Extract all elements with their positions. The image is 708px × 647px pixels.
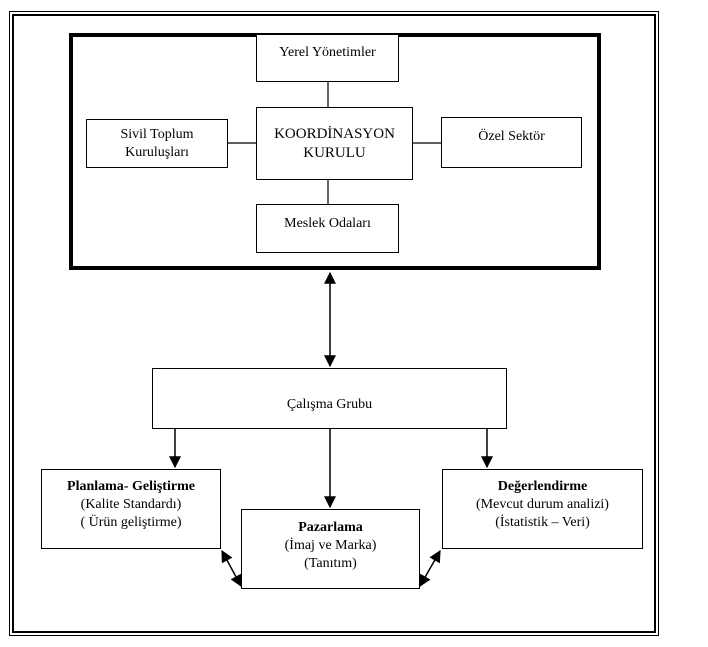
- yerel-yonetimler-label: Yerel Yönetimler: [279, 45, 376, 60]
- koordinasyon-kurulu-label-2: KURULU: [303, 144, 366, 161]
- koordinasyon-kurulu-box: KOORDİNASYON KURULU: [256, 107, 413, 180]
- outer-frame: [9, 11, 659, 636]
- planlama-gelistirme-line-2: ( Ürün geliştirme): [80, 515, 182, 530]
- sivil-toplum-box: Sivil Toplum Kuruluşları: [86, 119, 228, 168]
- planlama-gelistirme-line-1: (Kalite Standardı): [80, 497, 182, 512]
- pazarlama-title: Pazarlama: [298, 520, 363, 535]
- calisma-grubu-label: Çalışma Grubu: [286, 396, 373, 412]
- ozel-sektor-label: Özel Sektör: [478, 129, 545, 144]
- arrow-planning-marketing: [221, 549, 242, 588]
- planlama-gelistirme-title: Planlama- Geliştirme: [67, 479, 195, 494]
- degerlendirme-line-2: (İstatistik – Veri): [495, 515, 590, 530]
- calisma-grubu-box: Çalışma Grubu: [152, 368, 507, 429]
- meslek-odalari-label: Meslek Odaları: [284, 216, 371, 231]
- pazarlama-line-1: (İmaj ve Marka): [284, 538, 377, 553]
- arrow-evaluation-marketing: [419, 549, 441, 588]
- planlama-gelistirme-box: Planlama- Geliştirme (Kalite Standardı) …: [41, 469, 221, 549]
- sivil-toplum-label-2: Kuruluşları: [125, 144, 189, 160]
- degerlendirme-box: Değerlendirme (Mevcut durum analizi) (İs…: [442, 469, 643, 549]
- pazarlama-line-2: (Tanıtım): [304, 556, 357, 571]
- meslek-odalari-box: Meslek Odaları: [256, 204, 399, 253]
- sivil-toplum-label-1: Sivil Toplum: [120, 126, 194, 142]
- pazarlama-box: Pazarlama (İmaj ve Marka) (Tanıtım): [241, 509, 420, 589]
- yerel-yonetimler-box: Yerel Yönetimler: [256, 34, 399, 82]
- koordinasyon-kurulu-label-1: KOORDİNASYON: [274, 125, 395, 142]
- degerlendirme-line-1: (Mevcut durum analizi): [476, 497, 609, 512]
- ozel-sektor-box: Özel Sektör: [441, 117, 582, 168]
- degerlendirme-title: Değerlendirme: [497, 479, 588, 494]
- inner-frame: [12, 14, 656, 633]
